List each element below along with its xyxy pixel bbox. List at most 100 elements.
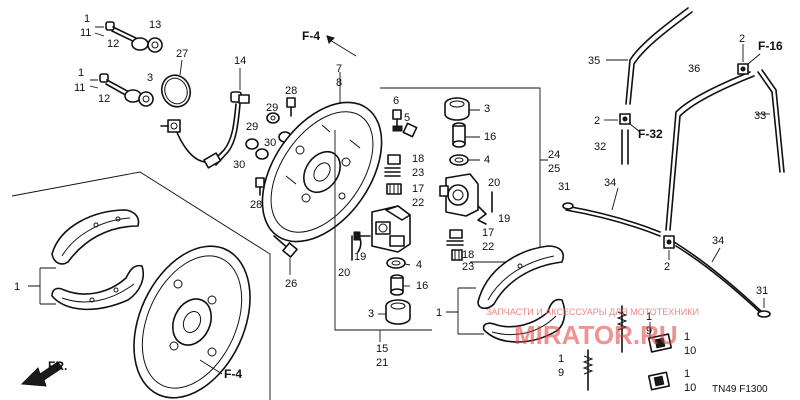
callout-22b: 22 [482,241,494,253]
callout-16a: 16 [484,131,496,143]
callout-35: 35 [588,55,600,67]
o-ring [160,74,192,108]
callout-4b: 4 [416,259,422,271]
piston-16-bottom [390,274,404,296]
callout-4a: 4 [484,154,490,166]
callout-9c: 9 [558,367,564,379]
callout-19a: 19 [354,251,366,263]
callout-6: 6 [393,95,399,107]
adjuster-upper [384,154,402,195]
callout-30a: 30 [264,137,276,149]
callout-31b: 31 [756,285,768,297]
callout-23b: 23 [462,261,474,273]
callout-22a: 22 [412,197,424,209]
front-arrow-icon [20,361,63,387]
callout-9-sp: 9 [646,325,652,337]
bolt-26 [273,235,298,258]
ref-f16: F-16 [758,39,783,53]
callout-13b: 3 [147,72,153,84]
callout-31a: 31 [558,181,570,193]
callout-2b: 2 [594,115,600,127]
callout-36: 36 [688,63,700,75]
callout-30b: 30 [233,159,245,171]
bleeder-screw-6 [392,109,403,132]
callout-29b: 29 [246,121,258,133]
callout-20b: 20 [488,177,500,189]
callout-3a: 3 [484,103,490,115]
shoe-pad-10d [647,333,673,353]
callout-34b: 34 [712,235,724,247]
watermark-tagline: ЗАПЧАСТИ И АКСЕССУАРЫ ДЛЯ МОТОТЕХНИКИ [486,307,699,317]
callout-17b: 17 [482,227,494,239]
callout-1c: 1 [558,353,564,365]
callout-20a: 20 [338,267,350,279]
cable-33 [757,69,785,173]
callout-2c: 2 [664,261,670,273]
joint-2b [619,113,631,125]
callout-28b: 28 [250,199,262,211]
piston-16-top [452,122,466,148]
callout-1-shoe-right: 1 [436,307,442,319]
brake-shoe-right-lower [482,298,566,343]
callout-1-shoe-left: 1 [14,281,20,293]
callout-1a: 1 [84,13,90,25]
callout-2a: 2 [739,33,745,45]
ref-f4-top: F-4 [302,29,320,43]
callout-10d: 10 [684,345,696,357]
shoe-pad-10e [647,371,671,391]
washer-29b [245,138,259,150]
callout-27: 27 [176,48,188,60]
callout-26: 26 [285,278,297,290]
wheel-cylinder-body [353,205,411,253]
joint-2a [737,63,749,75]
ref-f32: F-32 [638,127,663,141]
callout-19b: 19 [498,213,510,225]
callout-14: 14 [234,55,246,67]
bleeder-5 [402,122,418,138]
brake-panel-upper [261,101,383,243]
callout-17a: 17 [412,183,424,195]
fitting-28b [255,177,265,196]
brake-shoe-left-upper [51,209,140,265]
brake-shoe-left-lower [51,264,144,311]
callout-12a: 12 [107,38,119,50]
front-label: FR. [48,359,67,373]
callout-21: 21 [376,357,388,369]
washer-30b [255,148,269,160]
brake-hose [160,91,250,169]
cable-34a [562,202,661,237]
boot-3-bottom [385,299,411,325]
callout-1-sp: 1 [646,311,652,323]
callout-3b: 3 [368,308,374,320]
wheel-cylinder-right [439,173,479,217]
bolt-lower [99,73,154,107]
brake-panel-lower [133,245,251,399]
callout-10e: 10 [684,382,696,394]
joint-2c [663,235,675,249]
brake-shoe-right-upper [477,245,564,310]
adjuster-lower [446,229,464,261]
callout-12b: 12 [98,93,110,105]
clip-19a [355,231,362,253]
spring-pin-9b [582,349,594,391]
callout-23a: 23 [412,167,424,179]
callout-7: 7 [336,63,342,75]
callout-18a: 18 [412,153,424,165]
callout-16b: 16 [416,280,428,292]
clip-19b [477,205,487,225]
callout-29a: 29 [266,102,278,114]
cable-34b [673,241,771,318]
callout-33: 33 [754,110,766,122]
callout-1e: 1 [684,368,690,380]
callout-5: 5 [404,112,410,124]
callout-1b: 1 [78,67,84,79]
callout-34a: 34 [604,177,616,189]
callout-11a: 11 [80,27,91,39]
callout-28a: 28 [285,85,297,97]
cable-35 [625,7,693,105]
callout-11b: 11 [74,82,85,94]
callout-18b: 18 [462,249,474,261]
seal-4-bottom [386,257,406,269]
bolt-upper [105,21,163,53]
